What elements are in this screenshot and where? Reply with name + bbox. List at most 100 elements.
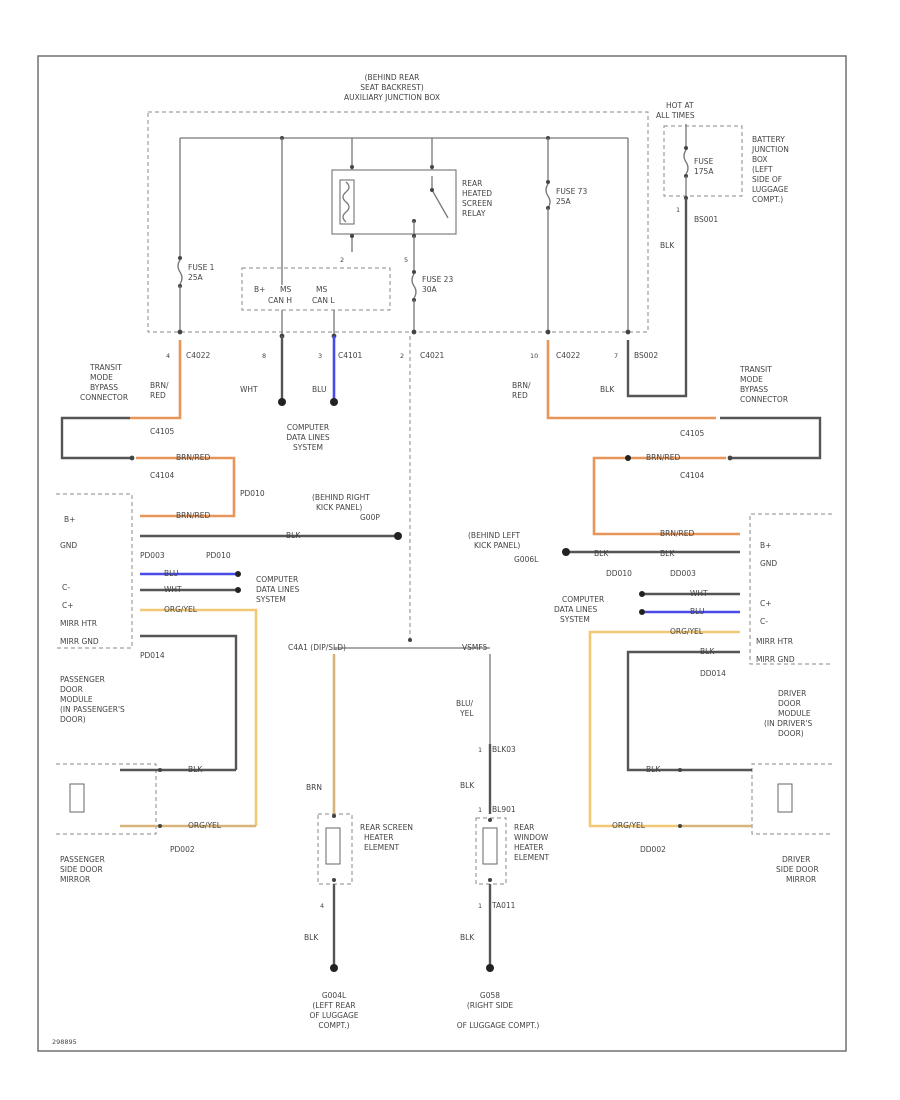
diagram-label: HEATER bbox=[514, 843, 543, 852]
diagram-label: FUSE 73 bbox=[556, 187, 587, 196]
diagram-label: DD010 bbox=[606, 569, 632, 578]
diagram-label: BLK bbox=[594, 549, 609, 558]
driver-side-mirror bbox=[751, 763, 832, 835]
diagram-label: GND bbox=[760, 559, 777, 568]
diagram-label: BLU bbox=[312, 385, 326, 394]
diagram-label: BS002 bbox=[634, 351, 658, 360]
diagram-label: DATA LINES bbox=[256, 585, 299, 594]
diagram-label: 1 bbox=[478, 902, 482, 910]
diagram-label: MIRROR bbox=[786, 875, 816, 884]
diagram-label: 8 bbox=[262, 352, 266, 360]
diagram-label: DOOR bbox=[778, 699, 801, 708]
diagram-label: REAR bbox=[514, 823, 534, 832]
diagram-label: FUSE 23 bbox=[422, 275, 453, 284]
diagram-label: TRANSIT bbox=[89, 363, 122, 372]
diagram-label: DATA LINES bbox=[286, 433, 329, 442]
driver-door-module bbox=[749, 513, 832, 665]
diagram-label: B+ bbox=[254, 285, 265, 294]
diagram-label: C- bbox=[760, 617, 768, 626]
diagram-label: YEL bbox=[459, 709, 474, 718]
diagram-label: BLU bbox=[164, 569, 178, 578]
diagram-label: ORG/YEL bbox=[670, 627, 704, 636]
diagram-label: DRIVER bbox=[778, 689, 806, 698]
diagram-label: BRN/RED bbox=[176, 453, 210, 462]
diagram-label: WHT bbox=[240, 385, 258, 394]
diagram-label: KICK PANEL) bbox=[474, 541, 520, 550]
diagram-label: HEATER bbox=[364, 833, 393, 842]
diagram-label: SYSTEM bbox=[256, 595, 286, 604]
diagram-label: BLK bbox=[660, 241, 675, 250]
fuse-1 bbox=[177, 259, 183, 285]
diagram-label: DOOR bbox=[60, 685, 83, 694]
diagram-label: 5 bbox=[404, 256, 408, 264]
diagram-label: C4A1 (DIP/SLD) bbox=[288, 643, 346, 652]
diagram-label: 7 bbox=[614, 352, 618, 360]
diagram-label: MS bbox=[280, 285, 291, 294]
diagram-label: BLU bbox=[690, 607, 704, 616]
diagram-label: C4022 bbox=[556, 351, 581, 360]
diagram-label: COMPUTER bbox=[287, 423, 329, 432]
diagram-label: PD003 bbox=[140, 551, 165, 560]
battery-junction-box bbox=[663, 125, 743, 197]
diagram-label: SCREEN bbox=[462, 199, 492, 208]
diagram-label: PD014 bbox=[140, 651, 165, 660]
diagram-label: BLK bbox=[188, 765, 203, 774]
diagram-label: C4022 bbox=[186, 351, 211, 360]
diagram-label: G058 bbox=[480, 991, 500, 1000]
diagram-label: DRIVER bbox=[782, 855, 810, 864]
diagram-label: SIDE OF bbox=[752, 175, 782, 184]
diagram-label: RED bbox=[512, 391, 528, 400]
diagram-label: PASSENGER bbox=[60, 675, 105, 684]
diagram-label: C4104 bbox=[150, 471, 175, 480]
diagram-label: RELAY bbox=[462, 209, 486, 218]
diagram-label: MIRROR bbox=[60, 875, 90, 884]
diagram-label: (BEHIND RIGHT bbox=[312, 493, 370, 502]
diagram-label: CONNECTOR bbox=[740, 395, 788, 404]
diagram-label: (IN DRIVER'S bbox=[764, 719, 812, 728]
diagram-label: HEATED bbox=[462, 189, 492, 198]
diagram-label: C4104 bbox=[680, 471, 705, 480]
diagram-label: RED bbox=[150, 391, 166, 400]
diagram-frame bbox=[37, 55, 847, 1052]
diagram-label: SIDE DOOR bbox=[776, 865, 819, 874]
diagram-label: BS001 bbox=[694, 215, 718, 224]
diagram-label: COMPUTER bbox=[562, 595, 604, 604]
diagram-label: BLK bbox=[304, 933, 319, 942]
diagram-label: (RIGHT SIDE bbox=[467, 1001, 514, 1010]
relay-box bbox=[331, 169, 457, 235]
diagram-label: ORG/YEL bbox=[612, 821, 646, 830]
diagram-label: BYPASS bbox=[90, 383, 118, 392]
diagram-label: TRANSIT bbox=[739, 365, 772, 374]
rear-window-heater-element bbox=[475, 817, 507, 885]
diagram-label: REAR SCREEN bbox=[360, 823, 413, 832]
diagram-label: 2 bbox=[340, 256, 344, 264]
diagram-label: 2 bbox=[400, 352, 404, 360]
fuse-73 bbox=[545, 183, 551, 209]
can-module-box bbox=[241, 267, 391, 311]
diagram-label: MIRR HTR bbox=[756, 637, 793, 646]
diagram-label: ORG/YEL bbox=[164, 605, 198, 614]
diagram-label: BLK bbox=[700, 647, 715, 656]
diagram-label: DD002 bbox=[640, 845, 666, 854]
diagram-label: C4101 bbox=[338, 351, 363, 360]
diagram-label: C4105 bbox=[150, 427, 175, 436]
diagram-label: C4105 bbox=[680, 429, 705, 438]
relay-switch bbox=[431, 176, 449, 219]
diagram-label: 1 bbox=[478, 746, 482, 754]
diagram-label: BYPASS bbox=[740, 385, 768, 394]
diagram-label: 30A bbox=[422, 285, 438, 294]
diagram-label: VSMF5 bbox=[462, 643, 488, 652]
diagram-label: MIRR GND bbox=[756, 655, 795, 664]
diagram-label: PD010 bbox=[206, 551, 231, 560]
diagram-label: 25A bbox=[556, 197, 572, 206]
diagram-label: BOX bbox=[752, 155, 768, 164]
diagram-label: BLK03 bbox=[492, 745, 516, 754]
diagram-label: WINDOW bbox=[514, 833, 549, 842]
diagram-label: B+ bbox=[760, 541, 771, 550]
diagram-label: BRN/RED bbox=[176, 511, 210, 520]
diagram-label: ORG/YEL bbox=[188, 821, 222, 830]
aux-jb-title-2: SEAT BACKREST) bbox=[360, 83, 424, 92]
diagram-label: SIDE DOOR bbox=[60, 865, 103, 874]
diagram-label: (LEFT bbox=[752, 165, 773, 174]
